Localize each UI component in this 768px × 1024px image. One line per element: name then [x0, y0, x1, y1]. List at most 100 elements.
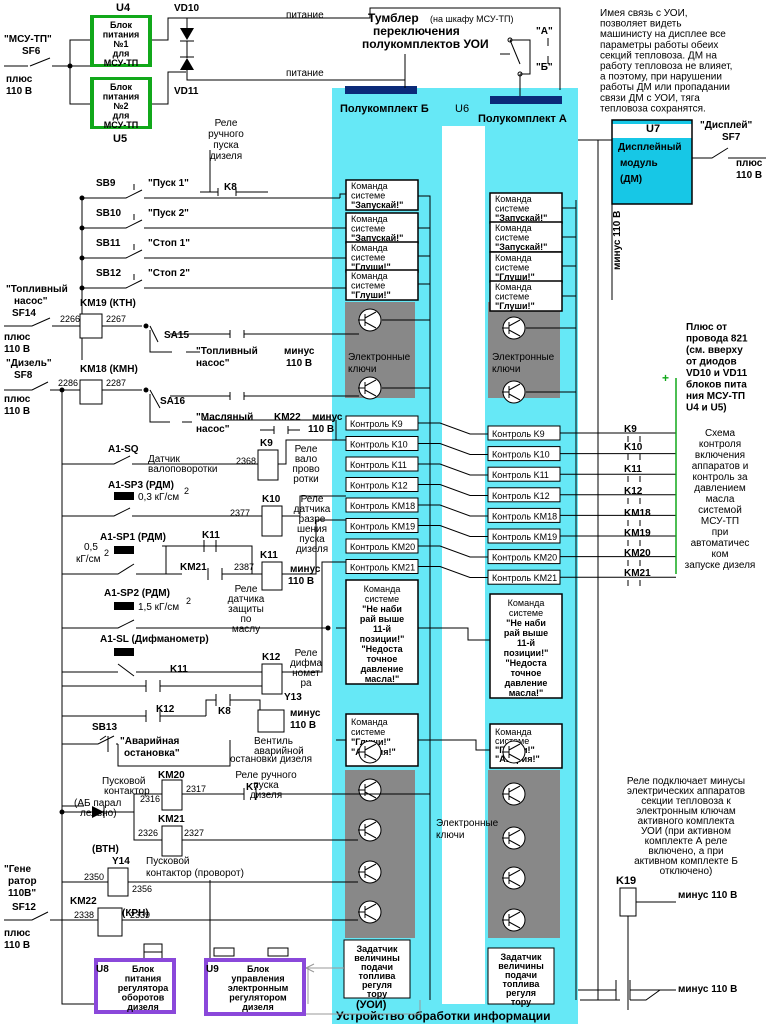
- k19-note-line: комплекте А реле: [645, 836, 728, 847]
- plus110-b: 110 В: [6, 86, 32, 97]
- setpoint-a-line: подачи: [505, 970, 537, 980]
- k19-coil: [619, 887, 637, 917]
- w2338: 2338: [74, 910, 94, 920]
- sensor-section: A1-SQ Датчик валоповоротки K9 2368 Релев…: [62, 438, 336, 767]
- km22-coil: [97, 907, 123, 937]
- note-top-line: машинисту на дисплее все: [600, 29, 726, 40]
- display-line-2: модуль: [620, 158, 658, 169]
- oil-cmd-line: "Не наби: [506, 618, 546, 628]
- k11-coil-label: K11: [260, 550, 278, 561]
- k8-note-line: пуска: [213, 140, 239, 151]
- krn: (КРН): [122, 908, 149, 919]
- oil-cmd-line: Команда: [364, 584, 401, 594]
- fuel-plus-1: плюс: [4, 332, 31, 343]
- k8-note-line: дизеля: [210, 151, 242, 162]
- k12-bottom: K12: [156, 704, 175, 715]
- note-top-line: параметры работы обеих: [600, 39, 718, 51]
- command-line: "Глуши!": [495, 272, 535, 282]
- km22: KM22: [70, 896, 97, 907]
- w2368: 2368: [236, 456, 256, 466]
- sp3-icon: [114, 492, 134, 500]
- control-b-label: Контроль K9: [350, 419, 403, 429]
- display-minus: минус 110 В: [612, 211, 623, 270]
- sf12: SF12: [12, 902, 36, 913]
- sf7-label: SF7: [722, 132, 741, 143]
- sp1-v1: 0,5: [84, 542, 98, 553]
- control-a-label: Контроль K10: [492, 450, 550, 460]
- km19-coil: [79, 313, 103, 339]
- command-box: [489, 280, 563, 312]
- emerg-cmd-line: Команда: [495, 727, 532, 737]
- right-relay-label: KM18: [624, 508, 651, 519]
- u9-text: Блокуправленияэлектроннымрегуляторомдизе…: [228, 964, 289, 1012]
- toggle-b: "Б": [536, 62, 553, 73]
- diesel-minus-2: 110 В: [308, 424, 334, 435]
- psu2-lines-line: №2: [113, 101, 128, 111]
- st-contactor-2: контактор: [104, 786, 150, 797]
- plus821-line: от диодов: [686, 357, 737, 368]
- display-plus-1: плюс: [736, 158, 763, 169]
- diesel-plus-1: плюс: [4, 394, 31, 405]
- st-ab-1: (АБ парал: [74, 798, 121, 809]
- w2286: 2286: [58, 378, 78, 388]
- control-a-label: Контроль K11: [492, 470, 549, 480]
- y13-label: Y13: [284, 692, 302, 703]
- sp1: A1-SP1 (РДМ): [100, 532, 166, 543]
- vd11-label: VD11: [174, 86, 199, 97]
- oil-cmd-line: масла!": [365, 674, 400, 684]
- setpoint-b-line: Задатчик: [356, 944, 398, 954]
- k19-note-line: секции тепловоза к: [641, 796, 731, 807]
- setpoint-b-line: регуля: [362, 980, 392, 990]
- scheme-note-line: системой: [698, 505, 742, 516]
- setpoint-a-line: тору: [511, 997, 531, 1007]
- km21-st: KM21: [158, 814, 185, 825]
- k10-coil: [261, 505, 283, 537]
- halfset-b-label: Полукомплект Б: [340, 103, 429, 115]
- sl: A1-SL (Дифманометр): [100, 633, 209, 645]
- sf14-label: SF14: [12, 308, 36, 319]
- button-sb11-id: SB11: [96, 238, 121, 249]
- note-top-line: Имея связь с УОИ,: [600, 8, 688, 19]
- plus821-line: Плюс от: [686, 322, 727, 333]
- right-relay-label: K12: [624, 486, 643, 497]
- psu1-lines-line: МСУ-ТП: [104, 58, 138, 68]
- st-contactor-1: Пусковой: [102, 776, 145, 787]
- command-line: системе: [495, 204, 529, 214]
- k19-note-line: Реле подключает минусы: [627, 776, 745, 787]
- note-top-line: а поэтому, при нарушении: [600, 72, 722, 83]
- k11-bottom: K11: [170, 664, 188, 675]
- display-line-1: Дисплейный: [618, 142, 682, 153]
- oil-cmd-line: системе: [509, 608, 543, 618]
- oil-cmd-line: 11-й: [517, 638, 535, 648]
- km20-st: KM20: [158, 770, 185, 781]
- command-line: Команда: [495, 194, 532, 204]
- scheme-note-line: МСУ-ТП: [701, 516, 739, 527]
- a1sq: A1-SQ: [108, 444, 139, 455]
- setpoint-b-line: подачи: [361, 962, 393, 972]
- oil-cmd-line: точное: [511, 668, 542, 678]
- halfset-a-bar: [490, 96, 562, 104]
- k19-note-line: УОИ (при активном: [641, 826, 731, 837]
- km19-label: KM19 (КТН): [80, 298, 136, 309]
- k19-note-line: включено, а при: [648, 846, 723, 857]
- psu1-lines-line: Блок: [110, 20, 133, 30]
- w2317: 2317: [186, 784, 206, 794]
- k12-note-line: номет: [292, 668, 320, 679]
- y14: Y14: [112, 856, 130, 867]
- w2377: 2377: [230, 508, 250, 518]
- u9-line: Блок: [247, 964, 270, 974]
- oil-cmd-line: Команда: [508, 598, 545, 608]
- button-sb9-id: SB9: [96, 178, 116, 189]
- k12-label: K12: [262, 652, 281, 663]
- command-line: Команда: [495, 253, 532, 263]
- plus821-line: провода 821: [686, 334, 748, 345]
- scheme-note-line: ком: [712, 549, 729, 560]
- plus110-a: плюс: [6, 74, 33, 85]
- command-line: системе: [351, 281, 385, 291]
- k19-note-line: активном комплекте Б: [634, 856, 738, 867]
